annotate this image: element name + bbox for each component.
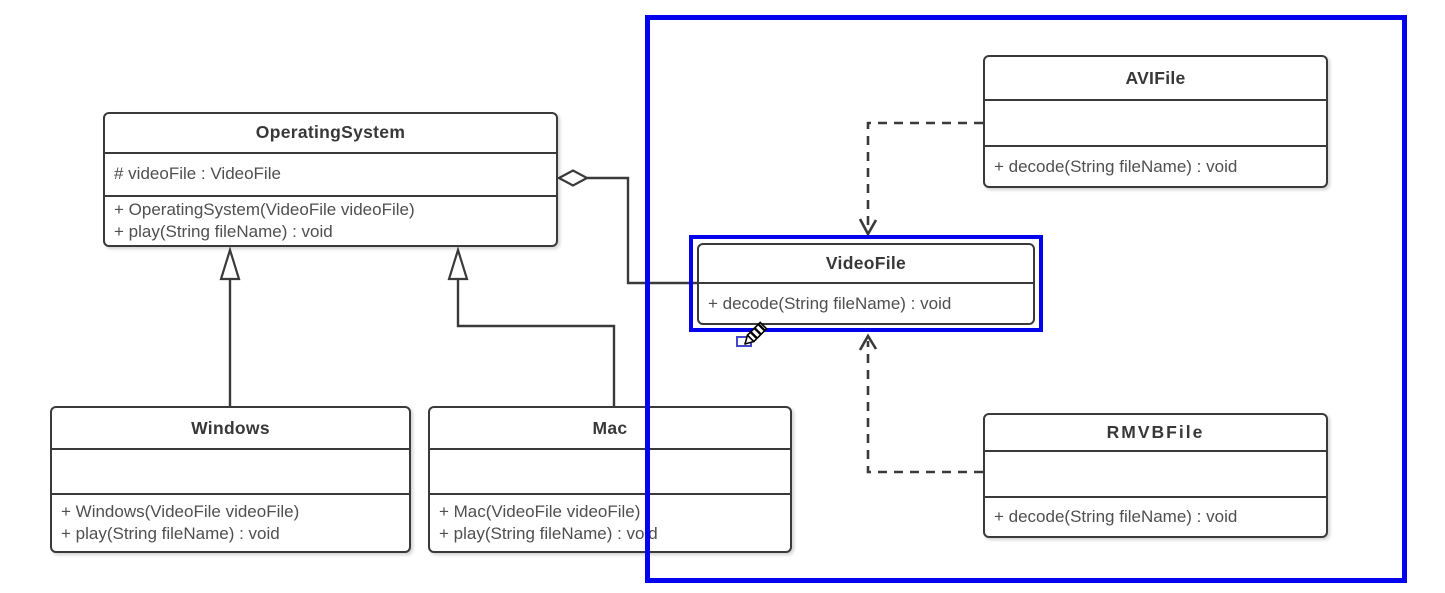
class-title: Windows [52, 408, 409, 450]
class-title: VideoFile [699, 245, 1033, 284]
rubber-band-selection-rect[interactable] [645, 15, 1407, 583]
class-methods: + OperatingSystem(VideoFile videoFile) +… [105, 197, 556, 245]
class-title: OperatingSystem [105, 114, 556, 154]
hollow-triangle-arrow-icon [219, 246, 241, 281]
dashed-dependency-avifile-to-videofile[interactable] [858, 121, 983, 237]
class-videofile[interactable]: VideoFile + decode(String fileName) : vo… [697, 243, 1035, 325]
generalization-windows-to-operatingsystem[interactable] [219, 246, 241, 407]
attribute-line: # videoFile : VideoFile [114, 164, 281, 184]
method-line: + OperatingSystem(VideoFile videoFile) [114, 200, 415, 219]
class-attributes [430, 450, 790, 495]
class-attributes [52, 450, 409, 495]
class-title: Mac [430, 408, 790, 450]
class-attributes [985, 101, 1326, 147]
class-attributes [985, 452, 1326, 498]
hollow-triangle-arrow-icon [447, 246, 469, 281]
dashed-dependency-rmvbfile-to-videofile[interactable] [858, 333, 983, 474]
class-windows[interactable]: Windows + Windows(VideoFile videoFile) +… [50, 406, 411, 553]
class-methods: + decode(String fileName) : void [985, 498, 1326, 536]
hollow-diamond-icon [556, 169, 590, 187]
method-line: + decode(String fileName) : void [994, 156, 1238, 176]
class-methods: + decode(String fileName) : void [699, 284, 1033, 323]
method-line: + play(String fileName) : void [439, 524, 658, 543]
open-arrow-icon [858, 333, 878, 351]
class-methods: + decode(String fileName) : void [985, 147, 1326, 186]
method-line: + play(String fileName) : void [61, 524, 280, 543]
open-arrow-icon [858, 218, 878, 237]
class-methods: + Mac(VideoFile videoFile) + play(String… [430, 495, 790, 551]
class-title: AVIFile [985, 57, 1326, 101]
generalization-mac-to-operatingsystem[interactable] [447, 246, 616, 407]
method-line: + play(String fileName) : void [114, 222, 333, 241]
method-line: + decode(String fileName) : void [994, 507, 1238, 526]
method-line: + Windows(VideoFile videoFile) [61, 502, 300, 521]
class-rmvbfile[interactable]: RMVBFile + decode(String fileName) : voi… [983, 413, 1328, 538]
videofile-selection-outline[interactable] [689, 235, 1043, 332]
method-line: + decode(String fileName) : void [708, 293, 952, 313]
class-title: RMVBFile [985, 415, 1326, 452]
class-mac[interactable]: Mac + Mac(VideoFile videoFile) + play(St… [428, 406, 792, 553]
aggregation-operatingsystem-to-videofile[interactable] [556, 169, 698, 285]
class-methods: + Windows(VideoFile videoFile) + play(St… [52, 495, 409, 551]
class-avifile[interactable]: AVIFile + decode(String fileName) : void [983, 55, 1328, 188]
pencil-cursor-icon [740, 313, 774, 347]
class-operatingsystem[interactable]: OperatingSystem # videoFile : VideoFile … [103, 112, 558, 247]
class-attributes: # videoFile : VideoFile [105, 154, 556, 197]
method-line: + Mac(VideoFile videoFile) [439, 502, 641, 521]
